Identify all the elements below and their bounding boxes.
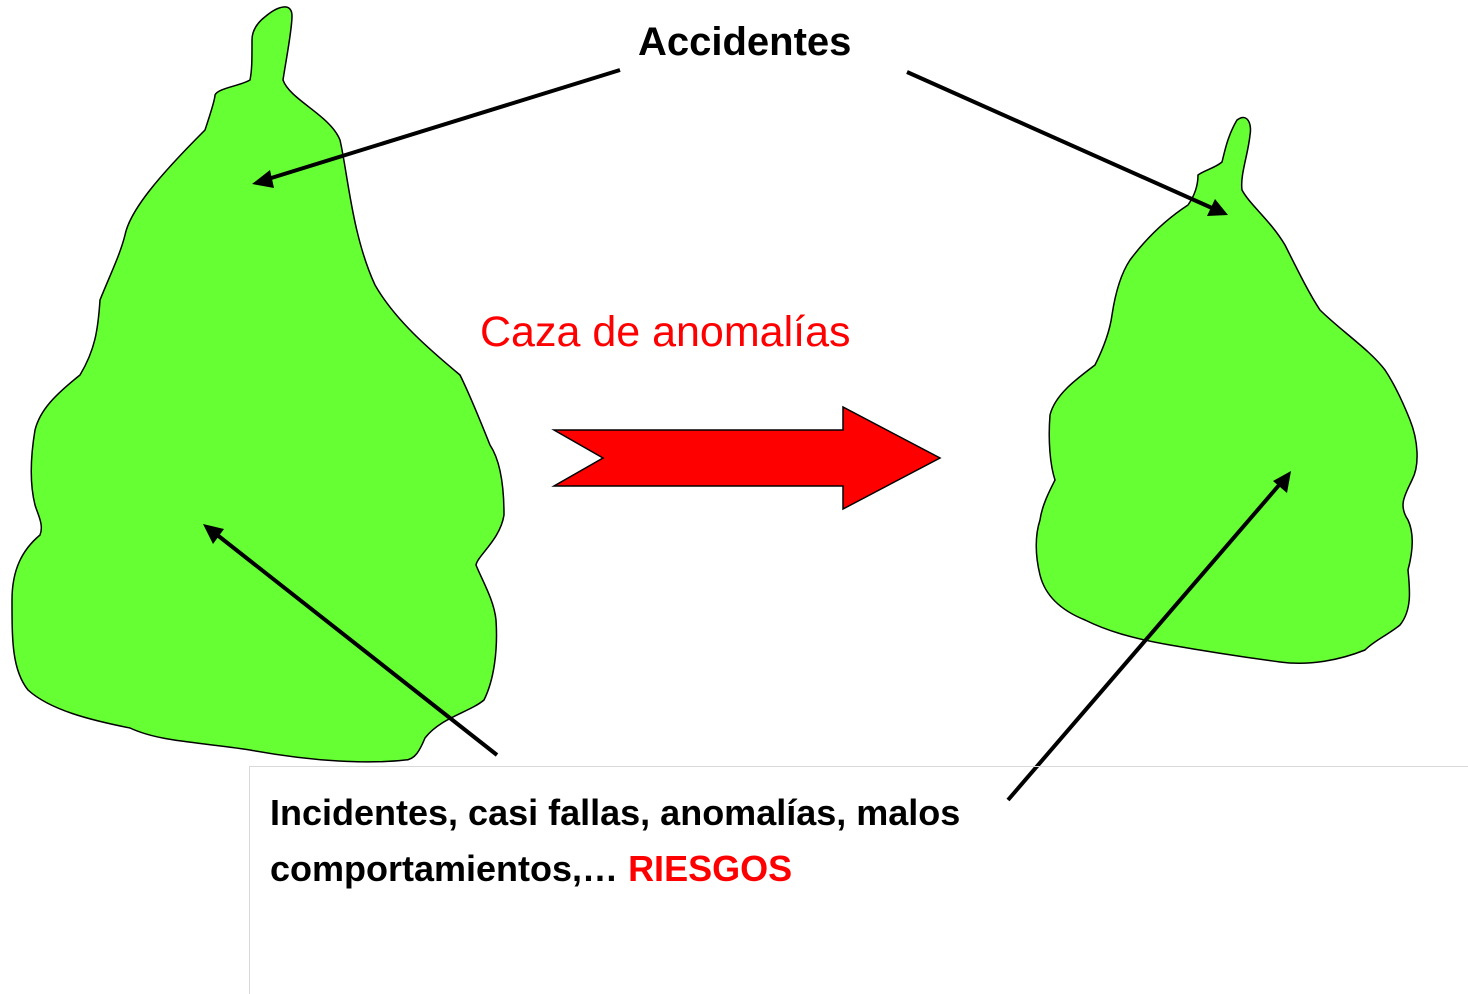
arrow-accidentes-right	[906, 70, 1213, 210]
accidentes-label: Accidentes	[638, 20, 852, 64]
arrowhead-accidentes-right	[1207, 199, 1228, 216]
large-risk-blob	[11, 6, 505, 763]
incidentes-line-2: comportamientos,…	[270, 848, 629, 889]
caza-de-anomalias-label: Caza de anomalías	[480, 308, 851, 356]
arrow-incidentes-right	[1006, 482, 1282, 802]
incidentes-label: Incidentes, casi fallas, anomalías, malo…	[270, 785, 1110, 897]
arrowhead-incidentes-left	[203, 524, 224, 544]
arrowhead-accidentes-left	[252, 170, 274, 188]
riesgos-label: RIESGOS	[628, 848, 793, 889]
arrow-accidentes-left	[267, 68, 621, 181]
arrow-incidentes-left	[214, 532, 499, 757]
text-placeholder-box	[249, 766, 1468, 994]
arrowhead-incidentes-right	[1273, 471, 1291, 493]
pointer-arrows	[203, 68, 1291, 802]
block-arrow-right-icon	[551, 405, 942, 511]
incidentes-line-1: Incidentes, casi fallas, anomalías, malo…	[270, 792, 961, 833]
small-risk-blob	[1035, 116, 1418, 664]
